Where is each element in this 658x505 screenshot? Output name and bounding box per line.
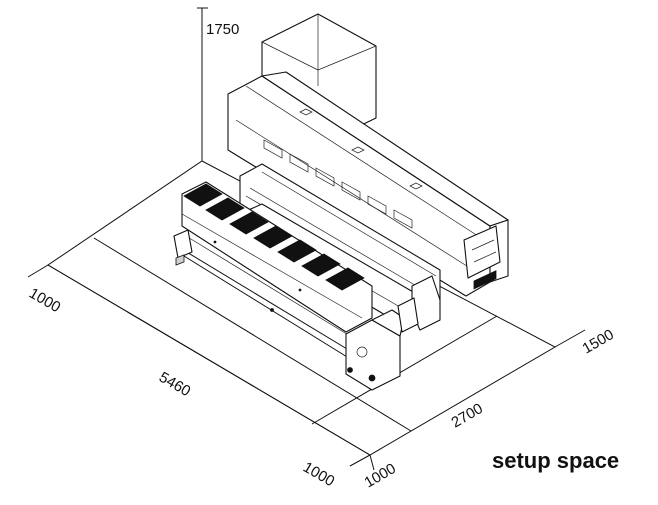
front-blocks [183,183,365,291]
diagram-caption: setup space [492,448,619,473]
height-indicator [197,7,208,161]
dim-height: 1750 [206,21,239,38]
dryer-windows [263,139,413,229]
dim-depth: 2700 [449,400,486,431]
dim-rear-clearance: 1500 [580,326,617,357]
printer-machine [173,71,509,391]
dim-front-clearance-left: 1000 [300,459,337,490]
dim-left-clearance: 1000 [26,285,63,316]
dim-front-clearance-right: 1000 [362,460,399,491]
dim-length: 5460 [156,369,193,400]
